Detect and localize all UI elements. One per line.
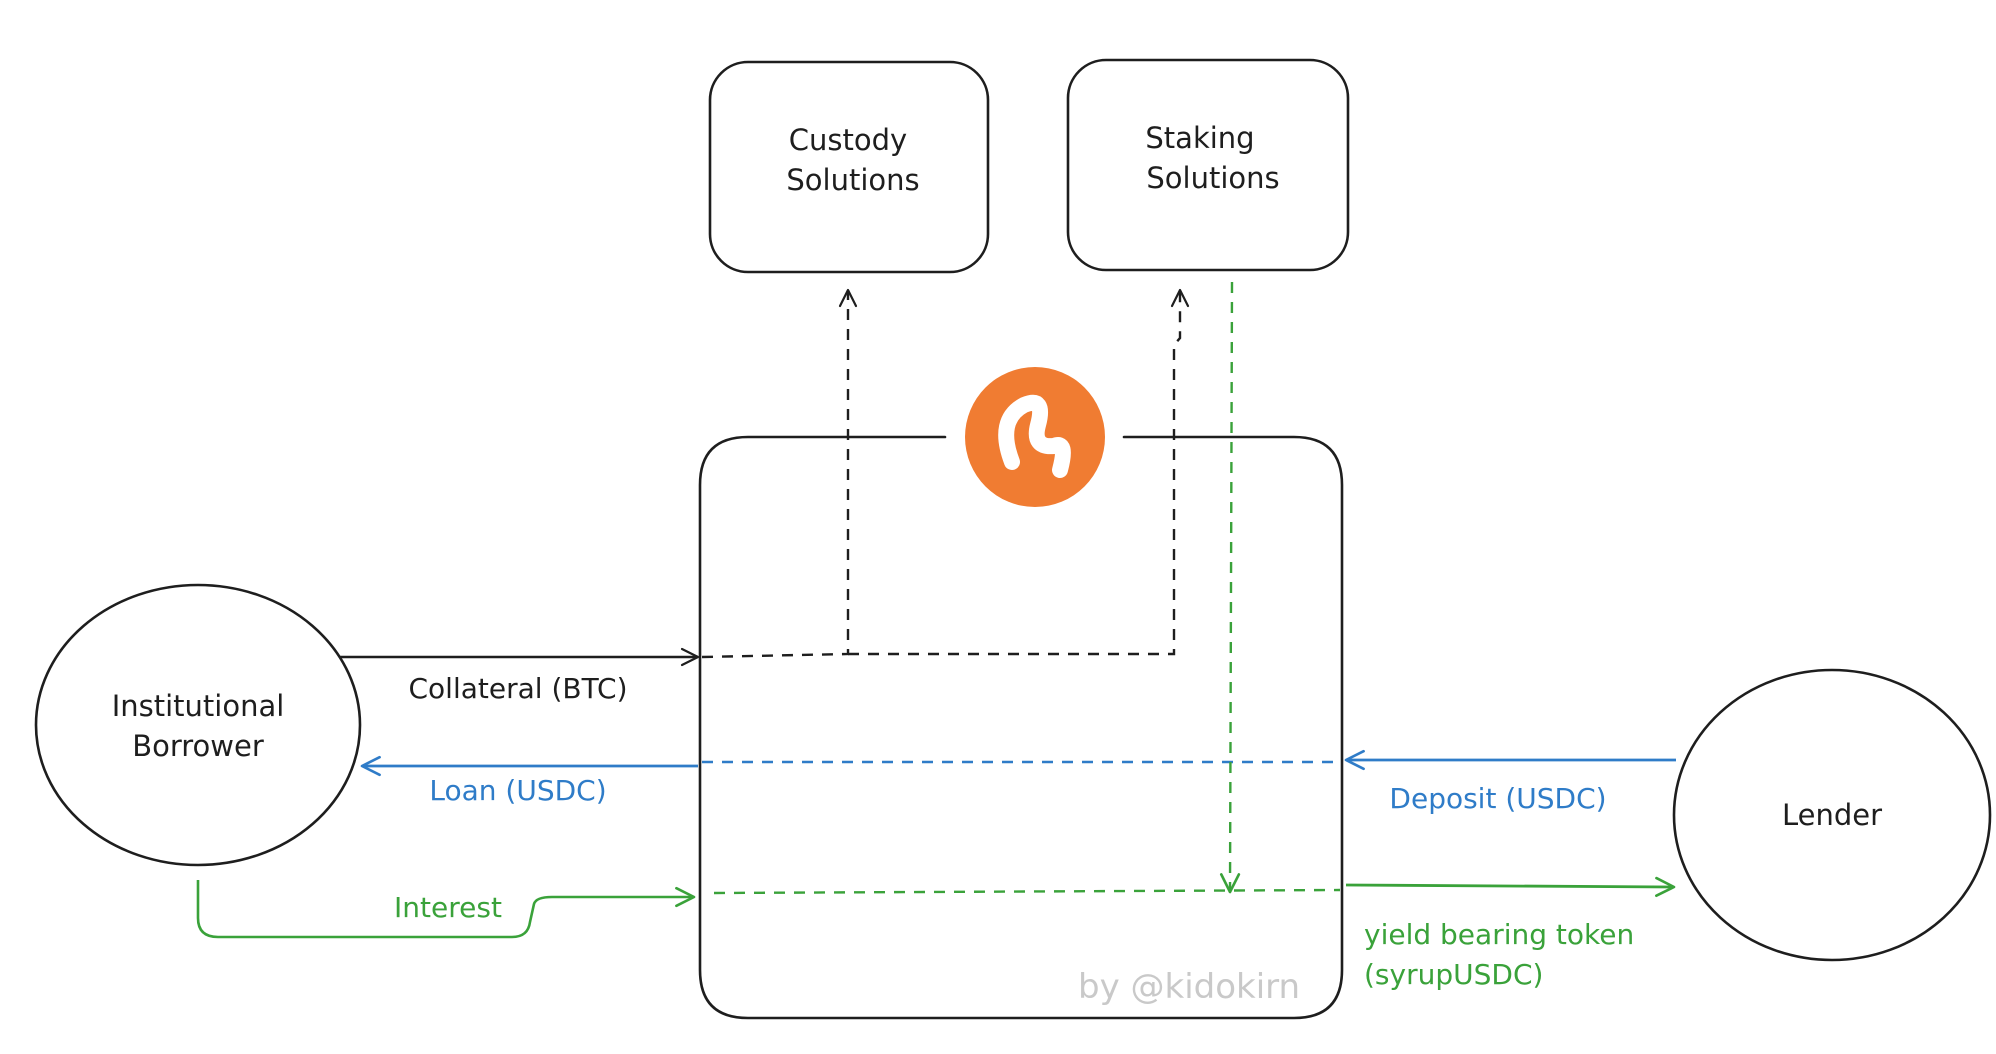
- loan-label: Loan (USDC): [429, 774, 606, 807]
- staking-label-line1: Staking: [1145, 121, 1254, 155]
- yield-token-arrow: yield bearing token (syrupUSDC): [1345, 876, 1676, 991]
- yield-flow-dashed: [713, 888, 1341, 895]
- collateral-arrow: Collateral (BTC): [340, 647, 700, 705]
- loan-arrow: Loan (USDC): [360, 755, 698, 807]
- maple-logo-icon: [965, 367, 1105, 507]
- staking-label-line2: Solutions: [1146, 161, 1279, 195]
- institutional-borrower-node: Institutional Borrower: [34, 583, 362, 867]
- collateral-label: Collateral (BTC): [408, 672, 627, 705]
- staking-yield-dashed: [1219, 281, 1241, 894]
- collateral-routing-dashed: [701, 288, 1190, 659]
- borrower-label-line1: Institutional: [112, 689, 285, 723]
- interest-label: Interest: [394, 891, 502, 924]
- protocol-box: [698, 435, 1344, 1020]
- interest-arrow: Interest: [196, 880, 696, 939]
- deposit-label: Deposit (USDC): [1389, 782, 1606, 815]
- custody-label-line2: Solutions: [786, 163, 919, 197]
- yield-label-line1: yield bearing token: [1364, 918, 1634, 951]
- staking-solutions-box: Staking Solutions: [1066, 58, 1350, 272]
- borrower-label-line2: Borrower: [132, 729, 264, 763]
- deposit-arrow: Deposit (USDC): [1344, 749, 1676, 815]
- watermark: by @kidokirn: [1078, 967, 1300, 1007]
- lender-node: Lender: [1672, 668, 1992, 962]
- custody-solutions-box: Custody Solutions: [708, 60, 990, 274]
- yield-label-line2: (syrupUSDC): [1364, 958, 1543, 991]
- lender-label: Lender: [1782, 798, 1882, 832]
- custody-label-line1: Custody: [789, 123, 907, 157]
